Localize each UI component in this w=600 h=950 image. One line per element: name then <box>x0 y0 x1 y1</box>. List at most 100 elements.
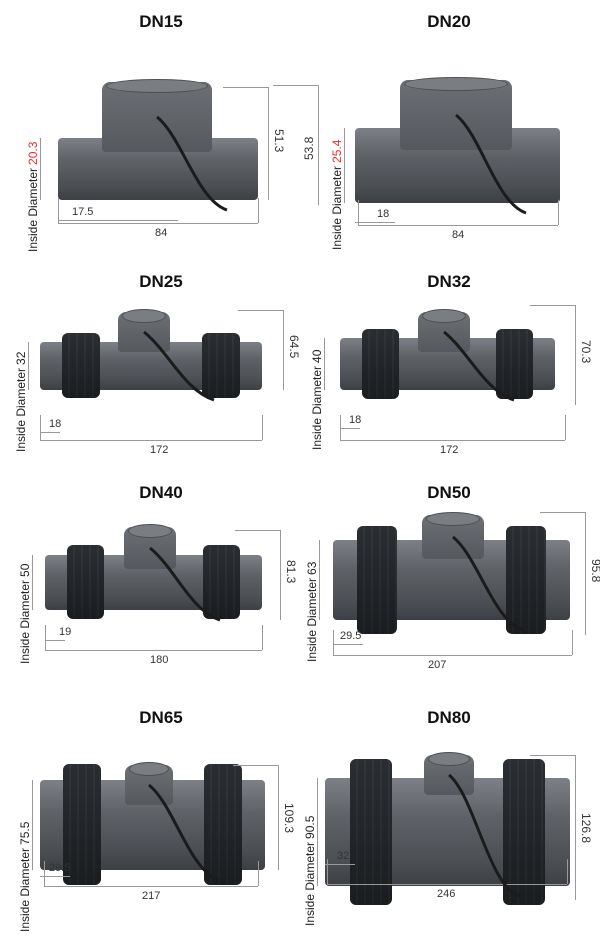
end-length-line <box>40 432 60 433</box>
total-length-tick-right <box>262 625 263 650</box>
end-length-line <box>340 428 360 429</box>
height-value: 126.8 <box>579 812 593 843</box>
end-length-line <box>40 876 70 877</box>
inside-diameter-value: 20.3 <box>26 141 40 165</box>
total-length-line <box>44 886 258 887</box>
inside-diameter-text: Inside Diameter <box>303 841 317 926</box>
inside-diameter-text: Inside Diameter <box>310 365 324 450</box>
total-length-tick-right <box>558 200 559 225</box>
height-dim-tick <box>223 87 268 88</box>
union-nut-right <box>203 545 240 619</box>
height-dim-tick <box>233 765 278 766</box>
height-dim-line <box>280 530 281 620</box>
height-value: 95.8 <box>589 558 600 582</box>
total-length-value: 172 <box>440 444 459 456</box>
inside-diameter-label: Inside Diameter 20.3 <box>26 142 40 252</box>
end-length-line <box>333 644 363 645</box>
inside-diameter-bracket <box>317 778 318 886</box>
height-dim-line <box>283 310 284 390</box>
inside-diameter-bracket <box>324 338 325 390</box>
height-dim-tick <box>530 755 575 756</box>
total-length-tick-right <box>567 859 568 884</box>
end-length-value: 17.5 <box>72 206 94 218</box>
inside-diameter-value: 50 <box>18 563 32 577</box>
product-title: DN15 <box>139 12 183 31</box>
total-length-value: 84 <box>155 227 168 239</box>
height-dim-line <box>575 305 576 405</box>
union-nut-left <box>62 333 100 398</box>
inside-diameter-label: Inside Diameter 32 <box>14 352 28 452</box>
height-dim-line <box>278 765 279 870</box>
product-title: DN40 <box>139 483 183 502</box>
total-length-value: 180 <box>150 654 169 666</box>
end-length-value: 29.5 <box>340 630 362 642</box>
height-value: 81.3 <box>284 560 298 584</box>
height-value: 51.3 <box>272 128 286 152</box>
sensor-cap-icon <box>404 77 508 91</box>
end-length-value: 18 <box>49 418 62 430</box>
sensor-cap-icon <box>122 309 166 323</box>
height-value: 109.3 <box>282 802 296 833</box>
sensor-cap-icon <box>129 762 169 776</box>
height-value: 70.3 <box>579 340 593 364</box>
union-nut-left <box>357 526 397 634</box>
end-length-value: 18 <box>377 208 390 220</box>
total-length-tick-left <box>327 859 328 884</box>
inside-diameter-text: Inside Diameter <box>330 165 344 250</box>
height-dim-line <box>318 85 319 205</box>
end-length-value: 32 <box>337 850 350 862</box>
height-dim-line <box>575 755 576 900</box>
inside-diameter-label: Inside Diameter 50 <box>18 564 32 664</box>
inside-diameter-label: Inside Diameter 90.5 <box>303 816 317 926</box>
end-length-value: 18 <box>349 414 362 426</box>
inside-diameter-label: Inside Diameter40 <box>310 350 324 450</box>
total-length-line <box>358 225 558 226</box>
total-length-tick-right <box>258 198 259 223</box>
height-dim-tick <box>273 85 318 86</box>
product-title: DN80 <box>427 708 471 727</box>
inside-diameter-bracket <box>32 555 33 610</box>
total-length-value: 217 <box>142 890 161 902</box>
total-length-value: 172 <box>150 444 169 456</box>
height-dim-tick <box>540 512 585 513</box>
inside-diameter-bracket <box>319 540 320 620</box>
height-dim-tick <box>238 310 283 311</box>
total-length-line <box>58 223 258 224</box>
inside-diameter-label: Inside Diameter 75.5 <box>18 822 32 932</box>
end-length-value: 19 <box>59 626 72 638</box>
inside-diameter-value: 25.4 <box>330 139 344 163</box>
inside-diameter-text: Inside Diameter <box>18 579 32 664</box>
product-title: DN25 <box>139 272 183 291</box>
inside-diameter-value: 90.5 <box>303 815 317 839</box>
sensor-cap-icon <box>422 309 466 323</box>
union-nut-left <box>63 764 101 885</box>
height-dim-tick <box>530 305 575 306</box>
union-nut-right <box>506 526 546 634</box>
total-length-tick-left <box>40 415 41 440</box>
total-length-tick-right <box>565 415 566 440</box>
sensor-cap-icon <box>106 79 208 93</box>
union-nut-left <box>67 545 104 619</box>
product-title: DN50 <box>427 483 471 502</box>
height-value: 53.8 <box>302 136 316 160</box>
inside-diameter-text: Inside Diameter <box>18 847 32 932</box>
total-length-line <box>40 440 262 441</box>
inside-diameter-bracket <box>32 780 33 870</box>
total-length-tick-left <box>340 415 341 440</box>
total-length-value: 246 <box>437 888 456 900</box>
inside-diameter-value: 75.5 <box>18 821 32 845</box>
inside-diameter-value: 32 <box>14 351 28 365</box>
total-length-tick-left <box>58 198 59 223</box>
height-dim-tick <box>235 530 280 531</box>
inside-diameter-text: Inside Diameter <box>14 367 28 452</box>
total-length-tick-left <box>45 625 46 650</box>
total-length-value: 84 <box>452 229 465 241</box>
product-title: DN65 <box>139 708 183 727</box>
sensor-cap-icon <box>426 512 480 526</box>
inside-diameter-text: Inside Diameter <box>26 167 40 252</box>
inside-diameter-text: Inside Diameter <box>305 577 319 662</box>
end-length-value: 29.5 <box>49 862 71 874</box>
union-nut-left <box>362 329 399 399</box>
height-value: 64.5 <box>287 335 301 359</box>
